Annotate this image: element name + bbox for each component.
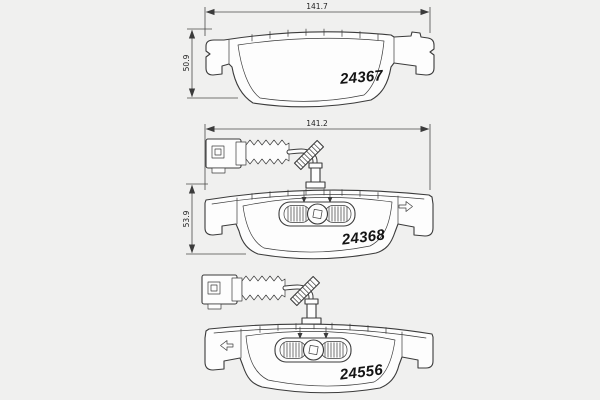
pad-inner-contour xyxy=(242,197,393,253)
direction-arrow-left-icon xyxy=(220,340,234,351)
chamfer-ticks xyxy=(259,322,387,334)
diagram-rear-pad-sensor: 141.2 53.9 24368 xyxy=(182,119,434,260)
chamfer-ticks xyxy=(251,188,379,200)
diagram-rear-pad-sensor-mirrored: 24556 xyxy=(202,275,434,394)
pad-inner-contour xyxy=(237,37,385,102)
chamfer-ticks xyxy=(251,28,379,42)
part-number: 24556 xyxy=(338,361,384,383)
height-dimension-extension-lines xyxy=(186,183,246,255)
pad-outline xyxy=(205,31,435,108)
backplate-ear-junctions xyxy=(240,328,403,359)
width-dimension-extension-lines xyxy=(204,124,431,190)
backplate-ear-junctions xyxy=(236,195,399,225)
height-dimension-extension-lines xyxy=(187,28,238,99)
diagram-front-pad: 141.7 50.9 24367 xyxy=(182,2,435,108)
backplate-top-line xyxy=(211,194,425,205)
direction-arrow-right-icon xyxy=(398,201,413,212)
width-dimension-label: 141.2 xyxy=(306,119,328,128)
height-dimension-label: 50.9 xyxy=(182,54,191,71)
width-dimension-label: 141.7 xyxy=(306,2,328,11)
part-number: 24368 xyxy=(340,226,386,248)
backplate-ear-junctions xyxy=(228,36,395,65)
height-dimension-label: 53.9 xyxy=(182,210,191,227)
pad-inner-contour xyxy=(245,331,396,387)
width-dimension-extension-lines xyxy=(204,7,431,36)
part-number: 24367 xyxy=(338,67,384,88)
